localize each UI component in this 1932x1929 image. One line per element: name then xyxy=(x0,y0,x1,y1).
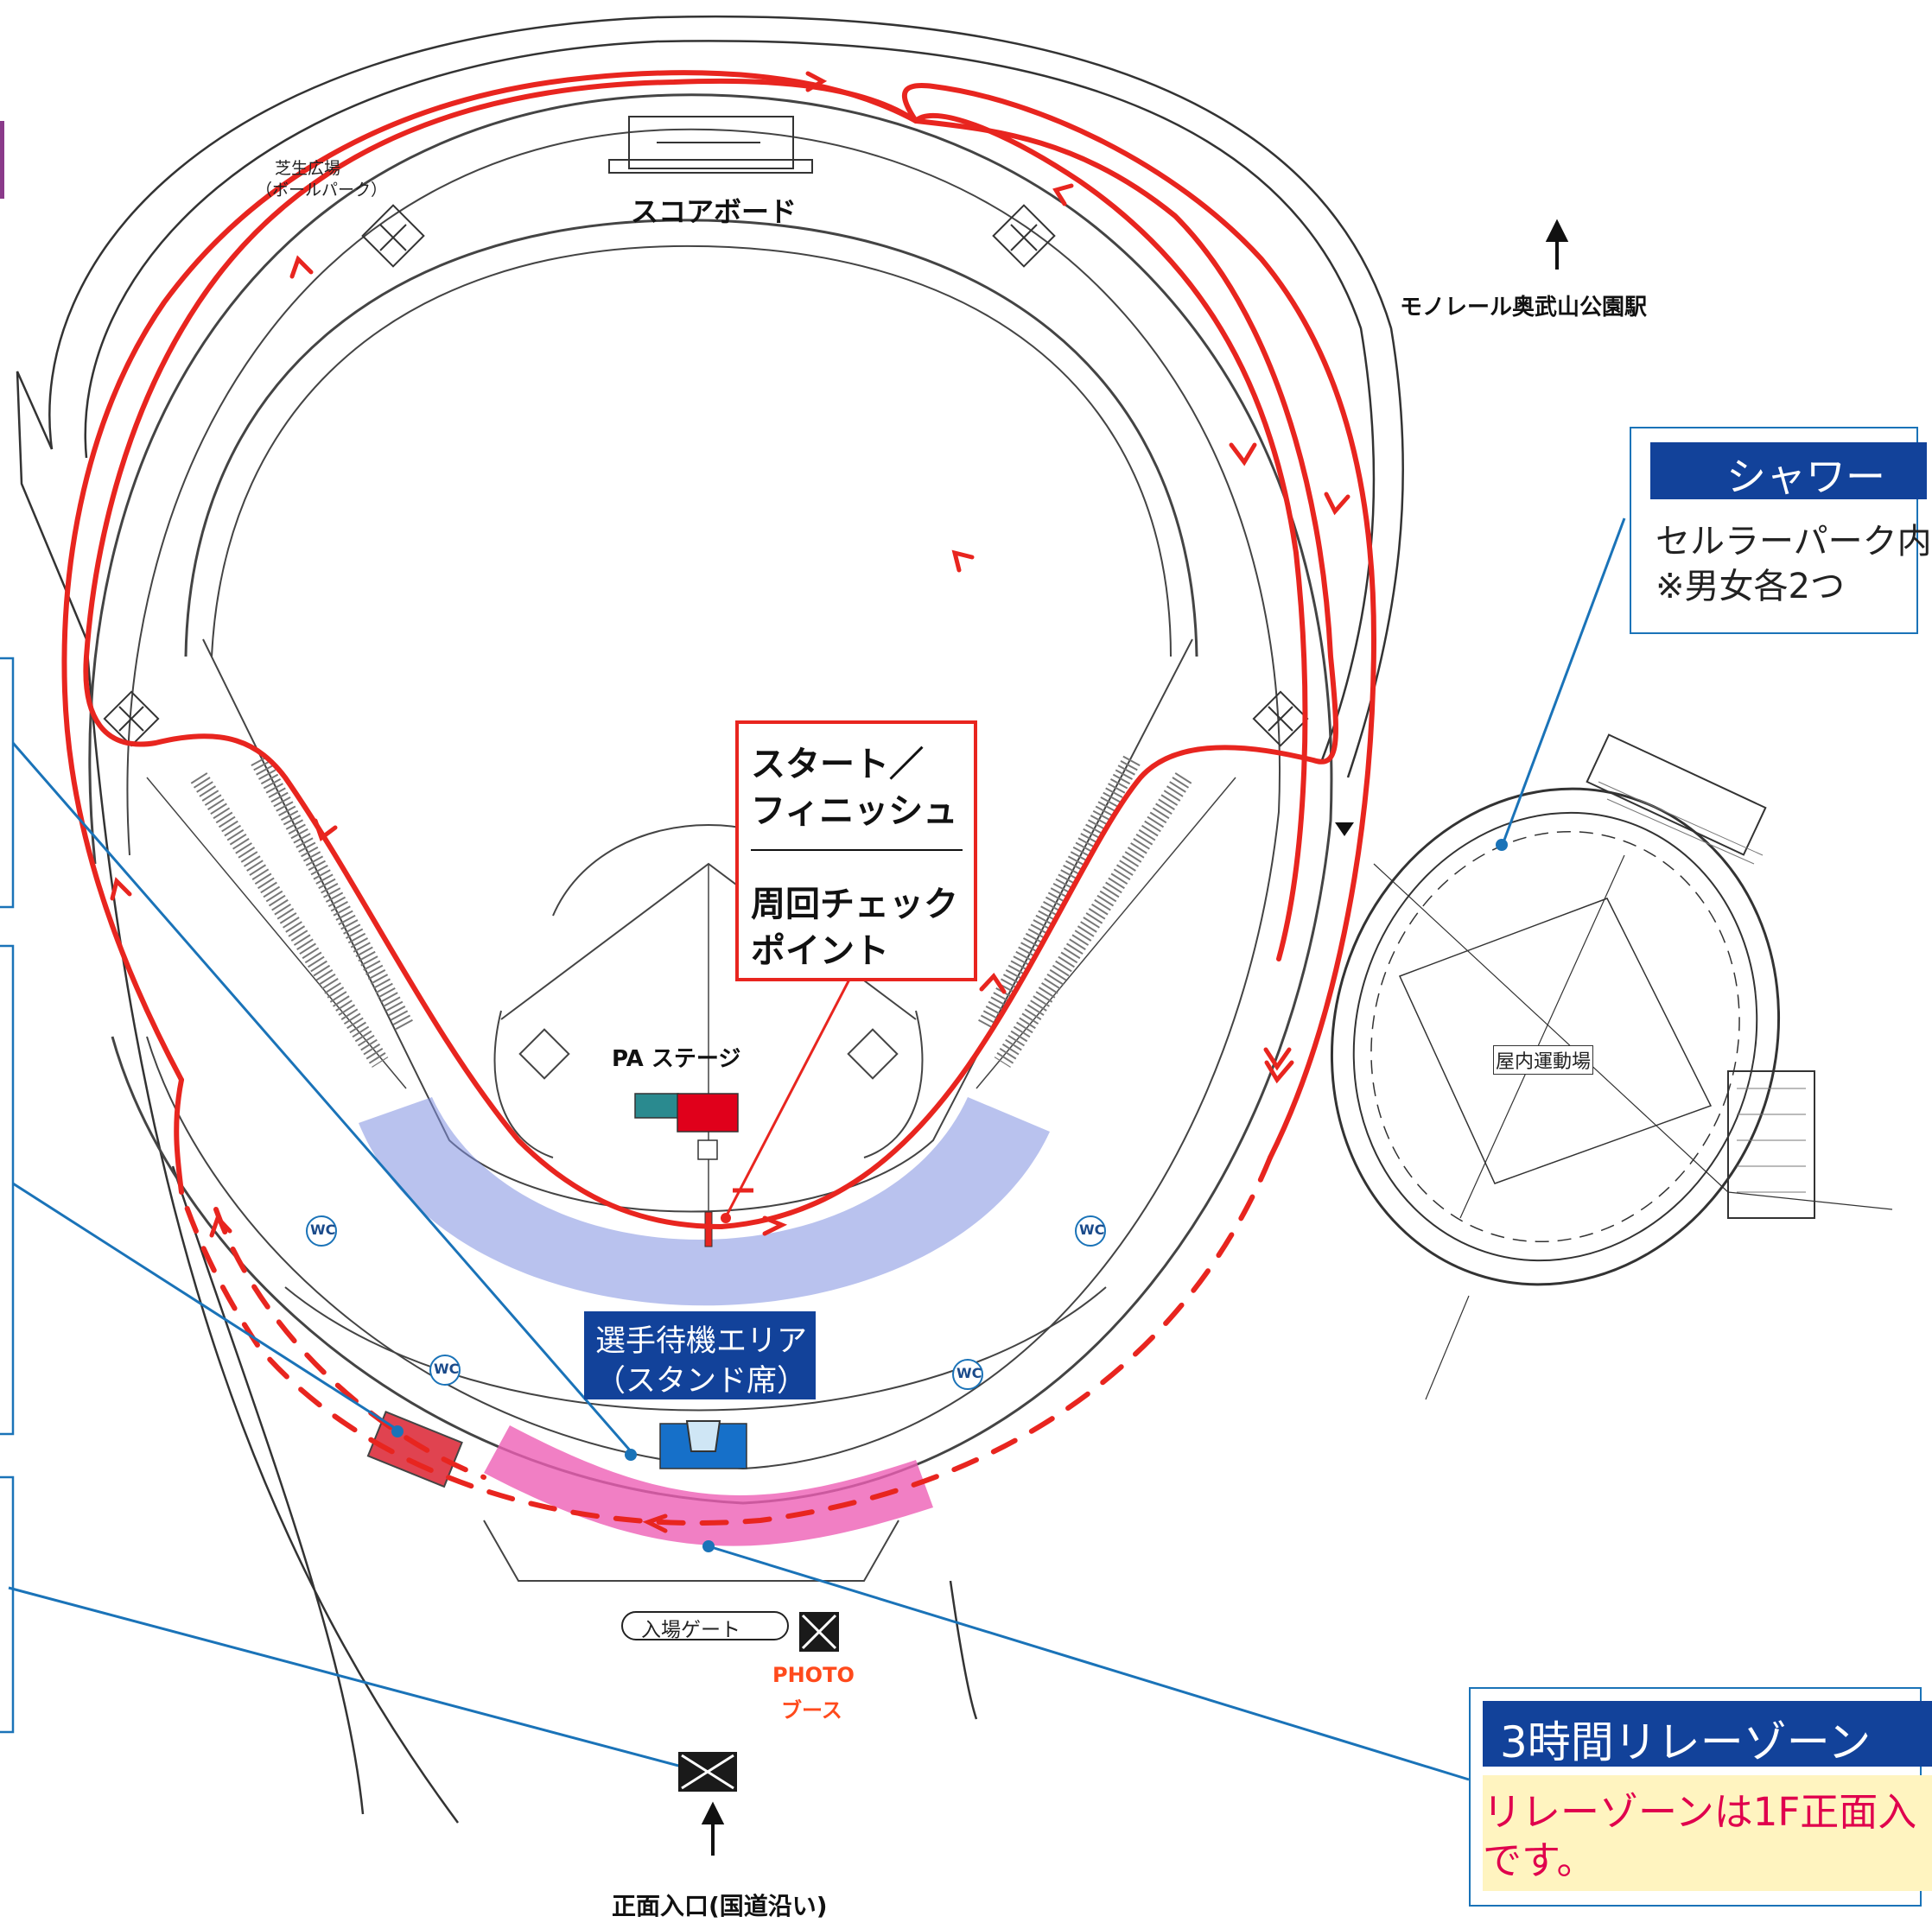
waiting-area-line1: 選手待機エリア xyxy=(595,1324,808,1359)
light-tower-icon xyxy=(103,204,1309,747)
photo-booth-label-1: PHOTO xyxy=(772,1663,855,1687)
entrance-gate-label: 入場ゲート xyxy=(641,1619,740,1641)
photo-booth-icon-front xyxy=(678,1752,737,1792)
relay-zone-callout-title: 3時間リレーゾーン xyxy=(1500,1717,1872,1767)
start-finish-line2: フィニッシュ xyxy=(751,791,958,831)
direction-arrow-icon xyxy=(701,219,1569,1856)
lap-check-line1: 周回チェック xyxy=(751,885,958,924)
waiting-area-line2: （スタンド席） xyxy=(595,1364,808,1399)
photo-booth-label-2: ブース xyxy=(781,1698,842,1723)
photo-booth-icon xyxy=(799,1612,839,1652)
shower-callout-line1: セルラーパーク内 xyxy=(1656,522,1932,562)
pa-stage-base xyxy=(697,1139,718,1160)
start-pointer-dot xyxy=(721,1213,731,1223)
left-callout-box xyxy=(0,657,15,1734)
relay-zone-note-line2: です。 xyxy=(1483,1837,1596,1883)
start-pointer-line xyxy=(726,975,853,1215)
indoor-gym-structure xyxy=(1330,733,1893,1400)
wc-label: WC xyxy=(310,1221,336,1238)
relay-zone-callout: 3時間リレーゾーン リレーゾーンは1F正面入 です。 xyxy=(1469,1687,1932,1907)
callout-dot xyxy=(391,839,1508,1777)
wc-label: WC xyxy=(1079,1221,1105,1238)
edge-marker xyxy=(0,121,4,199)
front-entrance-label: 正面入口(国道沿い) xyxy=(612,1892,828,1920)
entrance-gate-pill xyxy=(621,1611,789,1640)
shower-callout-title: シャワー xyxy=(1726,454,1885,500)
indoor-gym-label: 屋内運動場 xyxy=(1493,1045,1594,1075)
stadium-structure xyxy=(88,93,1333,1582)
shower-callout: シャワー セルラーパーク内 ※男女各2つ xyxy=(1630,427,1932,634)
lap-check-line2: ポイント xyxy=(751,931,889,971)
waiting-area-stand xyxy=(359,1097,1050,1306)
start-finish-divider xyxy=(751,849,963,851)
wc-label: WC xyxy=(956,1365,982,1381)
triangle-marker xyxy=(1335,822,1354,836)
wc-icon xyxy=(306,1215,1106,1390)
shower-callout-header: シャワー xyxy=(1650,442,1927,500)
waiting-area-label-box: 選手待機エリア （スタンド席） xyxy=(584,1311,816,1399)
pa-stage-label: PA ステージ xyxy=(612,1046,741,1072)
shower-callout-line2: ※男女各2つ xyxy=(1656,567,1845,606)
callout-lines xyxy=(8,517,1626,1781)
start-finish-line1: スタート／ xyxy=(751,745,924,784)
scoreboard-label: スコアボード xyxy=(631,195,798,228)
monorail-station-label: モノレール奥武山公園駅 xyxy=(1400,295,1648,320)
relay-zone-note-line1: リレーゾーンは1F正面入 xyxy=(1483,1789,1917,1835)
running-course xyxy=(61,70,1376,1526)
relay-zone-note: リレーゾーンは1F正面入 です。 xyxy=(1483,1775,1932,1891)
pa-stage-teal xyxy=(634,1093,679,1119)
cup-icon xyxy=(685,1420,721,1452)
course-arrow xyxy=(110,71,1350,1533)
wc-label: WC xyxy=(434,1361,460,1377)
lawn-sub-label: （ボールパーク） xyxy=(256,181,388,200)
lawn-label: 芝生広場 xyxy=(275,159,341,178)
start-finish-box: スタート／ フィニッシュ 周回チェック ポイント xyxy=(735,720,977,981)
pa-stage-red xyxy=(677,1093,739,1133)
site-boundary xyxy=(16,15,1404,1824)
scoreboard-structure xyxy=(608,116,813,174)
relay-zone-callout-header: 3時間リレーゾーン xyxy=(1483,1701,1932,1767)
start-line-marker xyxy=(704,1211,713,1247)
